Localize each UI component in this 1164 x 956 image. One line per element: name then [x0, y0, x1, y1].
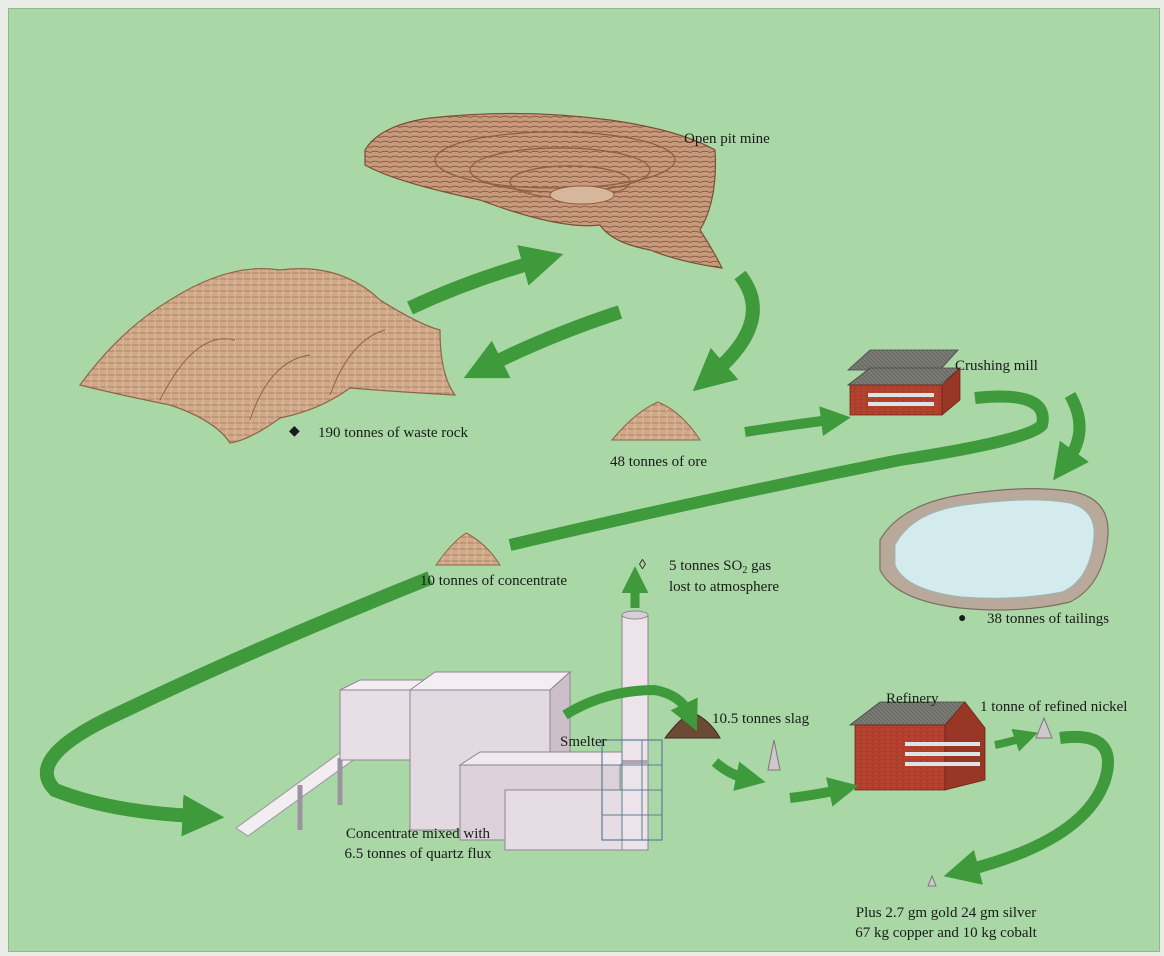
- so2-marker: ◊: [639, 558, 646, 574]
- ore-pile-illustration: [612, 402, 700, 440]
- label-flux-line2: 6.5 tonnes of quartz flux: [318, 845, 518, 863]
- label-tailings: 38 tonnes of tailings: [987, 610, 1109, 628]
- arrow-slag-to-cone: [715, 762, 745, 778]
- product-cone-2: [1036, 718, 1052, 738]
- arrow-waste-to-mine: [410, 262, 535, 308]
- arrow-mill-to-tailings: [1068, 395, 1080, 460]
- tailings-marker: ●: [958, 611, 966, 627]
- label-refined-nickel: 1 tonne of refined nickel: [980, 698, 1127, 716]
- arrow-refinery-to-nickel: [995, 738, 1022, 745]
- label-smelter: Smelter: [560, 733, 607, 751]
- open-pit-mine-illustration: [365, 113, 722, 268]
- arrow-cone-to-refinery: [790, 790, 838, 798]
- arrow-nickel-to-byproducts: [968, 737, 1108, 870]
- product-cone-1: [768, 740, 780, 770]
- refinery-illustration: [850, 702, 985, 790]
- label-so2-line2: lost to atmosphere: [669, 578, 779, 596]
- label-so2-line1: 5 tonnes SO2 gas: [669, 557, 771, 575]
- waste-rock-pile-illustration: [80, 269, 455, 443]
- waste-rock-marker: ◆: [289, 423, 300, 440]
- arrow-mine-to-waste: [490, 312, 620, 365]
- label-slag: 10.5 tonnes slag: [712, 710, 809, 728]
- arrow-mine-to-ore: [715, 275, 753, 372]
- concentrate-pile-illustration: [436, 533, 500, 565]
- smelter-illustration: [236, 611, 662, 850]
- label-concentrate: 10 tonnes of concentrate: [420, 572, 567, 590]
- label-open-pit-mine: Open pit mine: [684, 130, 770, 148]
- label-byproducts-line2: 67 kg copper and 10 kg cobalt: [826, 924, 1066, 942]
- product-cone-3: [928, 876, 936, 886]
- label-byproducts-line1: Plus 2.7 gm gold 24 gm silver: [826, 904, 1066, 922]
- label-refinery: Refinery: [886, 690, 938, 708]
- label-ore: 48 tonnes of ore: [610, 453, 707, 471]
- label-crushing-mill: Crushing mill: [955, 357, 1038, 375]
- crushing-mill-illustration: [848, 350, 960, 415]
- tailings-pond-illustration: [880, 489, 1108, 610]
- arrow-ore-to-mill: [745, 420, 830, 432]
- label-waste-rock: 190 tonnes of waste rock: [318, 424, 468, 442]
- label-flux-line1: Concentrate mixed with: [318, 825, 518, 843]
